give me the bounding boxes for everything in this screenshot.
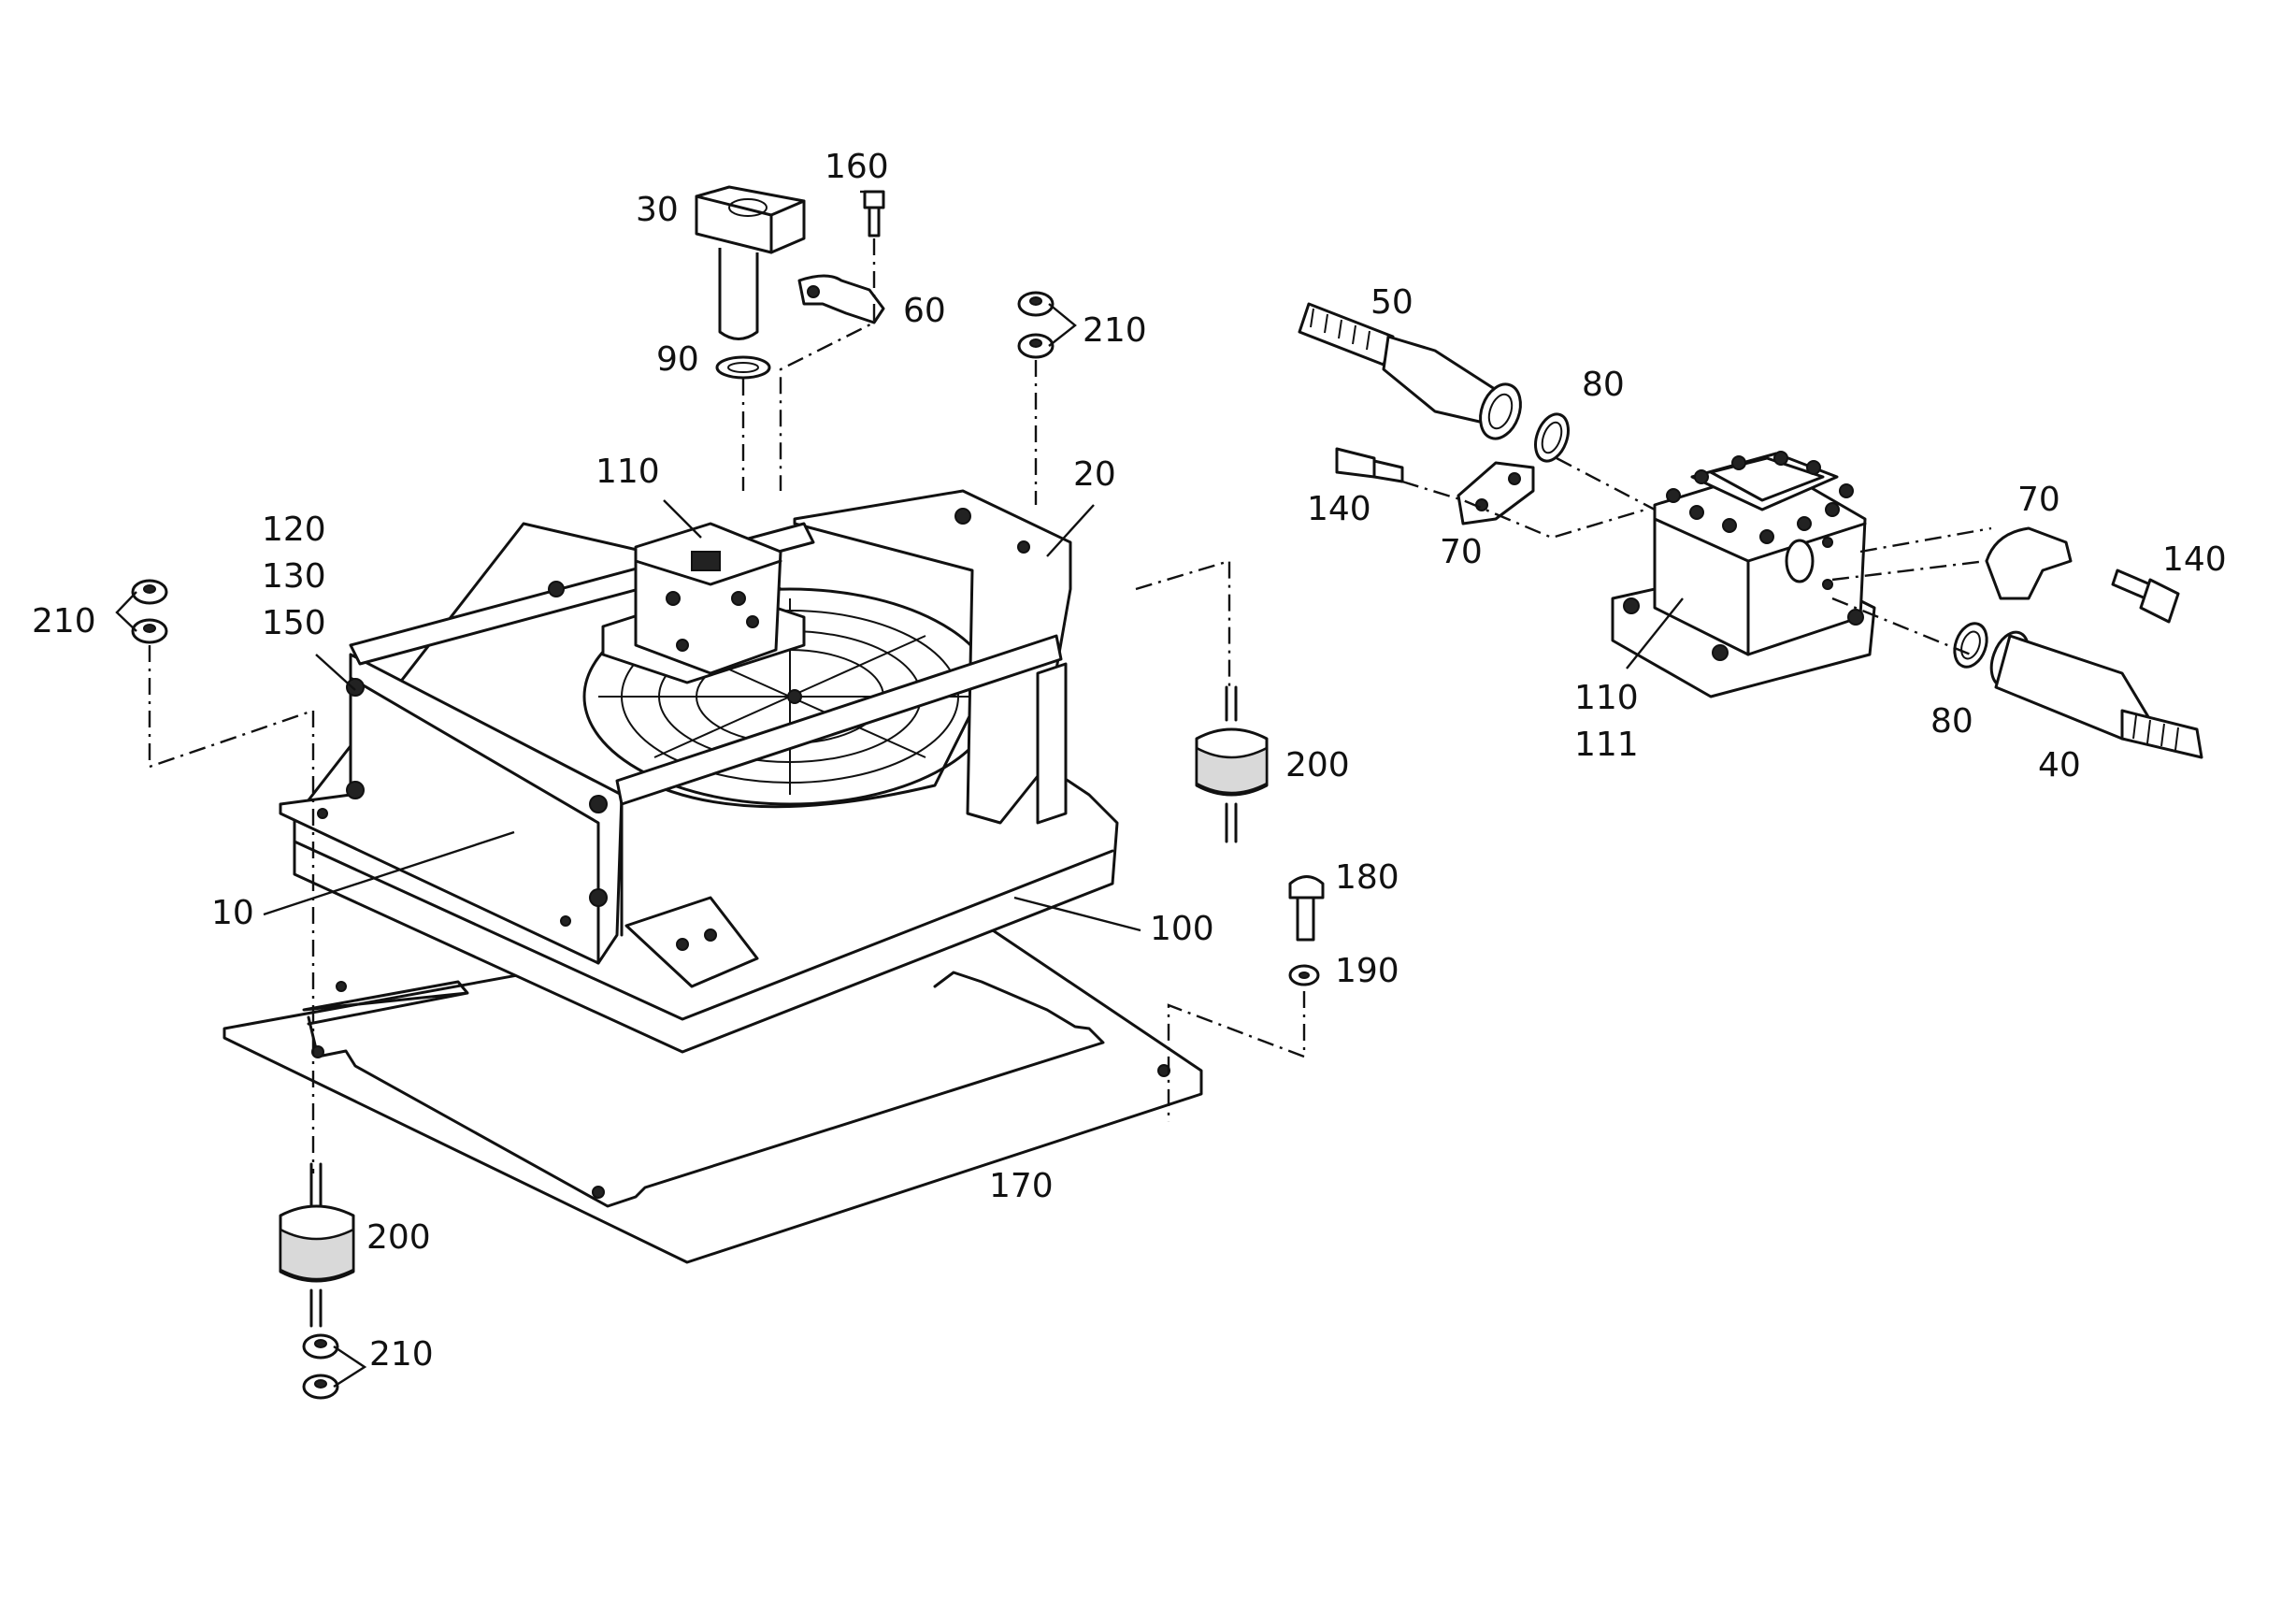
nut-group-210-top <box>1017 291 1077 359</box>
part-label-l140a: 140 <box>1307 490 1371 528</box>
clamp-70-left <box>1457 461 1535 525</box>
assembly-centerlines <box>148 238 1992 1173</box>
part-label-l80b: 80 <box>1930 702 1973 741</box>
nut-group-210-bottom <box>302 1333 367 1400</box>
part-label-l130: 130 <box>262 557 326 596</box>
part-label-l70b: 70 <box>2017 481 2060 519</box>
hose-fitting-40 <box>1989 630 2203 759</box>
part-label-l110b: 110 <box>1574 679 1639 717</box>
hydraulic-motor-110-111 <box>1611 451 1876 698</box>
part-label-l50: 50 <box>1370 283 1413 322</box>
gasket-170 <box>222 896 1203 1264</box>
part-label-l210b: 210 <box>32 602 96 640</box>
screw-140-left <box>1335 447 1404 483</box>
hose-fitting-50 <box>1298 302 1522 440</box>
washer-190 <box>1288 964 1320 986</box>
part-label-l10: 10 <box>211 894 254 932</box>
part-label-l30: 30 <box>636 191 679 229</box>
part-label-l200b: 200 <box>366 1218 431 1257</box>
part-label-l210a: 210 <box>1083 311 1147 350</box>
part-number-labels: 160 30 60 90 210 50 80 110 20 140 70 70 140 120 130 150… <box>32 148 2227 1374</box>
part-label-l150: 150 <box>262 604 326 642</box>
part-label-l170: 170 <box>989 1167 1054 1205</box>
nut-group-210-left <box>115 579 168 644</box>
part-label-l40: 40 <box>2038 746 2081 784</box>
part-label-l70a: 70 <box>1440 533 1483 571</box>
part-label-l110a: 110 <box>596 453 660 491</box>
part-label-l190: 190 <box>1335 952 1399 990</box>
part-label-l111: 111 <box>1574 726 1639 764</box>
part-label-l140b: 140 <box>2162 540 2227 579</box>
o-ring-80-right <box>1953 622 1988 669</box>
leader-lines <box>263 190 1684 932</box>
o-ring-80-top <box>1534 412 1570 463</box>
clamp-70-right <box>1985 526 2073 600</box>
screw-140-right <box>2111 569 2180 624</box>
fan-cooler-assembly <box>279 489 1119 1054</box>
part-label-l120: 120 <box>262 511 326 549</box>
part-label-l60: 60 <box>903 292 946 330</box>
part-label-l20: 20 <box>1073 455 1116 494</box>
part-label-l160: 160 <box>825 148 889 186</box>
part-label-l80a: 80 <box>1582 366 1625 404</box>
part-label-l210c: 210 <box>369 1335 434 1374</box>
part-label-l90: 90 <box>656 340 699 379</box>
part-label-l200a: 200 <box>1285 746 1350 784</box>
part-label-l180: 180 <box>1335 858 1399 897</box>
part-label-l100: 100 <box>1150 910 1214 948</box>
top-flange-parts <box>695 185 885 380</box>
damper-200-right <box>1195 685 1269 843</box>
damper-200-bottom <box>279 1162 355 1328</box>
bolt-180 <box>1288 875 1325 942</box>
